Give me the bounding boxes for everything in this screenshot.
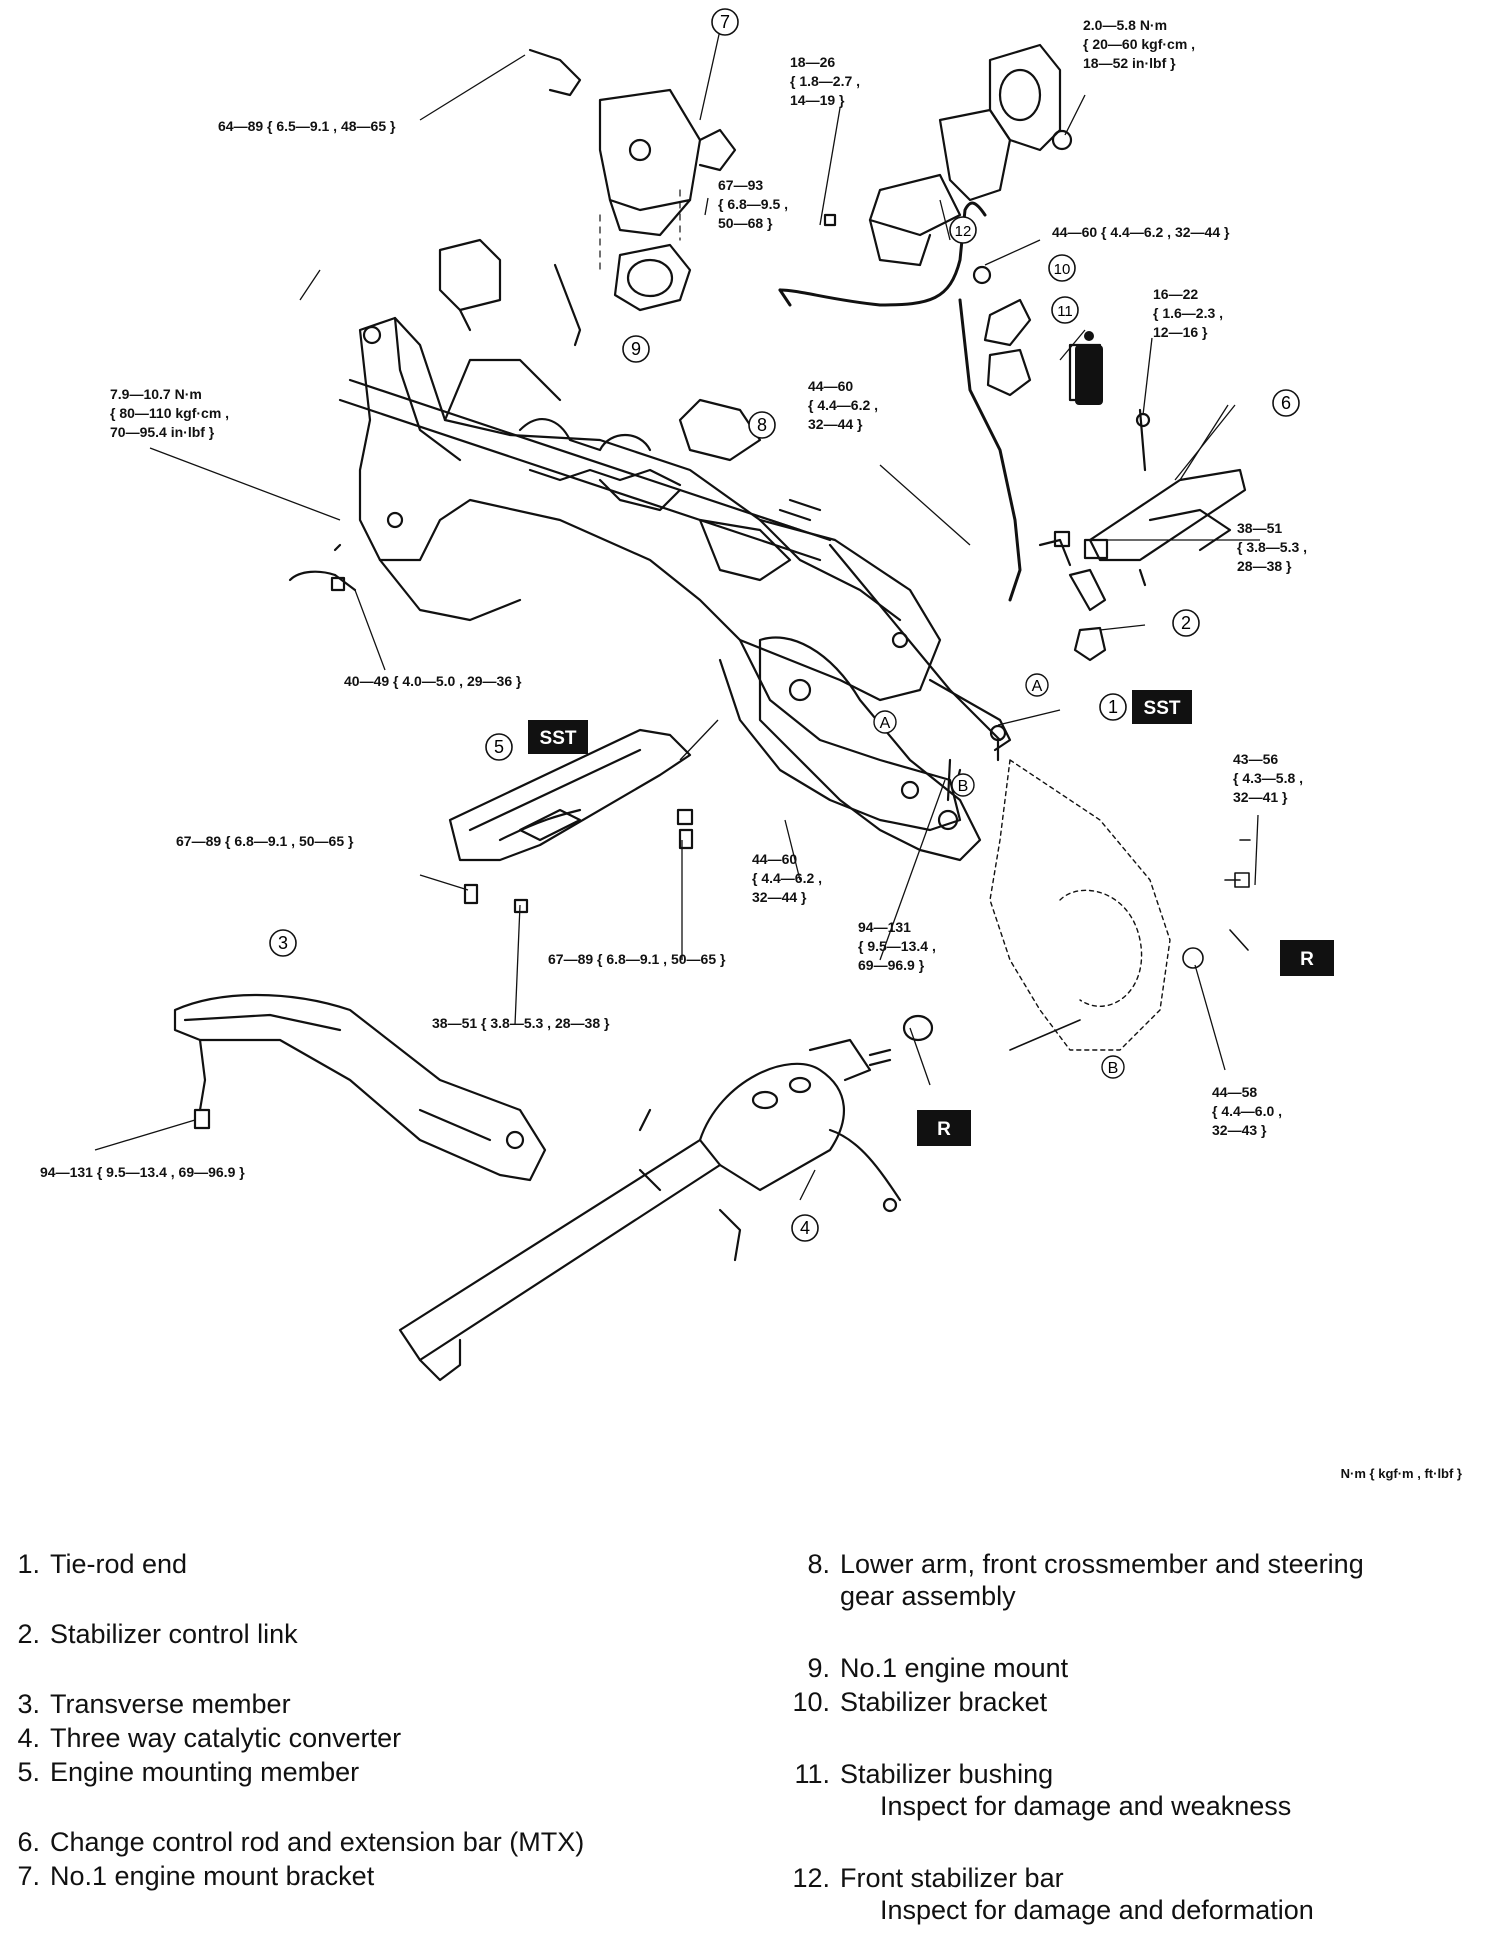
legend-item-2: 2.Stabilizer control link [17, 1619, 298, 1649]
torque-top-right: 2.0—5.8 N·m { 20—60 kgf·cm , 18—52 in·lb… [1083, 17, 1196, 71]
leader-lines [94, 29, 1260, 1201]
legend-item-7: 7.No.1 engine mount bracket [17, 1861, 375, 1891]
torque-stabilizer-bracket: 44—60 { 4.4—6.2 , 32—44 } [1052, 224, 1230, 240]
cotter-pin [1229, 929, 1249, 951]
letter-b-1: B [951, 773, 975, 797]
legend-item-10: 10.Stabilizer bracket [792, 1687, 1048, 1717]
svg-text:B: B [1108, 1060, 1119, 1077]
torque-link-nut: 38—51 { 3.8—5.3 , 28—38 } [1237, 520, 1308, 574]
svg-text:4: 4 [800, 1218, 810, 1238]
legend-item-9: 9.No.1 engine mount [807, 1653, 1069, 1683]
steering-knuckle [989, 759, 1171, 1051]
r-badge-1: R [1280, 940, 1334, 976]
change-control-rod [1053, 408, 1247, 587]
svg-text:3: 3 [278, 933, 288, 953]
torque-knuckle-bolt: 18—26 { 1.8—2.7 , 14—19 } [790, 54, 861, 108]
engine-mount-bracket [528, 48, 737, 237]
torque-lower-bolt: 94—131 { 9.5—13.4 , 69—96.9 } [858, 919, 936, 973]
exploded-parts-diagram: 1 2 3 4 5 6 7 8 9 10 11 12 A A B B SST S… [94, 8, 1334, 1382]
callout-10: 10 [1048, 254, 1076, 282]
front-crossmember [358, 316, 962, 832]
legend-item-6: 6.Change control rod and extension bar (… [17, 1827, 585, 1857]
sst-badge-1: SST [1132, 690, 1192, 724]
torque-lower-nut: 44—60 { 4.4—6.2 , 32—44 } [752, 851, 823, 905]
svg-text:7: 7 [720, 12, 730, 32]
catalytic-converter [398, 1038, 902, 1382]
torque-hub-nut: 44—58 { 4.4—6.0 , 32—43 } [1212, 1084, 1283, 1138]
torque-mount-nut: 67—93 { 6.8—9.5 , 50—68 } [718, 177, 789, 231]
rubber-bracket [438, 238, 582, 347]
callout-7: 7 [711, 8, 739, 36]
units-note: N·m { kgf·m , ft·lbf } [1340, 1466, 1462, 1481]
callout-11: 11 [1051, 296, 1079, 324]
callout-8: 8 [748, 411, 776, 439]
callout-2: 2 [1172, 609, 1200, 637]
callout-12: 12 [949, 216, 977, 244]
legend-item-4: 4.Three way catalytic converter [17, 1723, 402, 1753]
torque-mounting-member-right: 67—89 { 6.8—9.1 , 50—65 } [548, 951, 726, 967]
letter-a-1: A [1025, 673, 1049, 697]
lower-arm [758, 636, 982, 862]
engine-mount [599, 189, 692, 312]
torque-mounting-member-bottom: 38—51 { 3.8—5.3 , 28—38 } [432, 1015, 610, 1031]
torque-transverse: 94—131 { 9.5—13.4 , 69—96.9 } [40, 1164, 245, 1180]
svg-text:9: 9 [631, 339, 641, 359]
svg-text:8: 8 [757, 415, 767, 435]
stabilizer-bar [778, 201, 1022, 602]
svg-text:5: 5 [494, 737, 504, 757]
svg-text:R: R [1300, 949, 1314, 970]
stabilizer-bracket [972, 265, 1032, 347]
callout-6: 6 [1272, 389, 1300, 417]
hub-bolt [1009, 1019, 1081, 1051]
upper-knuckle-assembly [868, 43, 1073, 267]
torque-tierod-left: 7.9—10.7 N·m { 80—110 kgf·cm , 70—95.4 i… [110, 386, 230, 440]
torque-top-left: 64—89 { 6.5—9.1 , 48—65 } [218, 118, 396, 134]
legend-item-5: 5.Engine mounting member [17, 1757, 360, 1787]
sst-badge-2: SST [528, 720, 588, 754]
torque-center: 44—60 { 4.4—6.2 , 32—44 } [808, 378, 879, 432]
callout-5: 5 [485, 733, 513, 761]
svg-text:B: B [958, 778, 969, 795]
svg-text:A: A [880, 715, 891, 732]
legend-item-8: 8.Lower arm, front crossmember and steer… [807, 1549, 1364, 1611]
svg-text:10: 10 [1054, 261, 1071, 278]
svg-text:A: A [1032, 678, 1043, 695]
letter-a-2: A [873, 710, 897, 734]
engine-mounting-member [448, 728, 694, 914]
svg-text:SST: SST [540, 728, 577, 749]
legend-item-3: 3.Transverse member [17, 1689, 291, 1719]
torque-locknut: 40—49 { 4.0—5.0 , 29—36 } [344, 673, 522, 689]
svg-text:2: 2 [1181, 613, 1191, 633]
steering-gear [338, 378, 1002, 742]
r-badge-2: R [917, 1110, 971, 1146]
svg-text:12: 12 [955, 223, 972, 240]
svg-text:11: 11 [1057, 303, 1073, 320]
callout-1: 1 [1099, 693, 1127, 721]
callout-3: 3 [269, 929, 297, 957]
svg-text:SST: SST [1144, 698, 1181, 719]
stabilizer-control-link [1038, 538, 1107, 662]
letter-b-2: B [1101, 1055, 1125, 1079]
svg-text:R: R [937, 1119, 951, 1140]
tie-rod-end [928, 678, 1012, 762]
svg-text:1: 1 [1108, 697, 1118, 717]
knuckle-bolt [823, 213, 837, 227]
grease-icon [1075, 331, 1103, 405]
torque-ball-joint: 43—56 { 4.3—5.8 , 32—41 } [1233, 751, 1304, 805]
svg-text:6: 6 [1281, 393, 1291, 413]
callout-9: 9 [622, 335, 650, 363]
callout-markers: 1 2 3 4 5 6 7 8 9 10 11 12 A A B B [269, 8, 1300, 1242]
gasket-washer [902, 1014, 934, 1042]
torque-mounting-member-left: 67—89 { 6.8—9.1 , 50—65 } [176, 833, 354, 849]
tie-rod-left [288, 543, 357, 592]
transverse-member [173, 993, 547, 1182]
torque-link-bolt: 16—22 { 1.6—2.3 , 12—16 } [1153, 286, 1224, 340]
callout-4: 4 [791, 1214, 819, 1242]
legend-item-1: 1.Tie-rod end [17, 1549, 188, 1579]
hub-nut-2 [1182, 947, 1204, 969]
